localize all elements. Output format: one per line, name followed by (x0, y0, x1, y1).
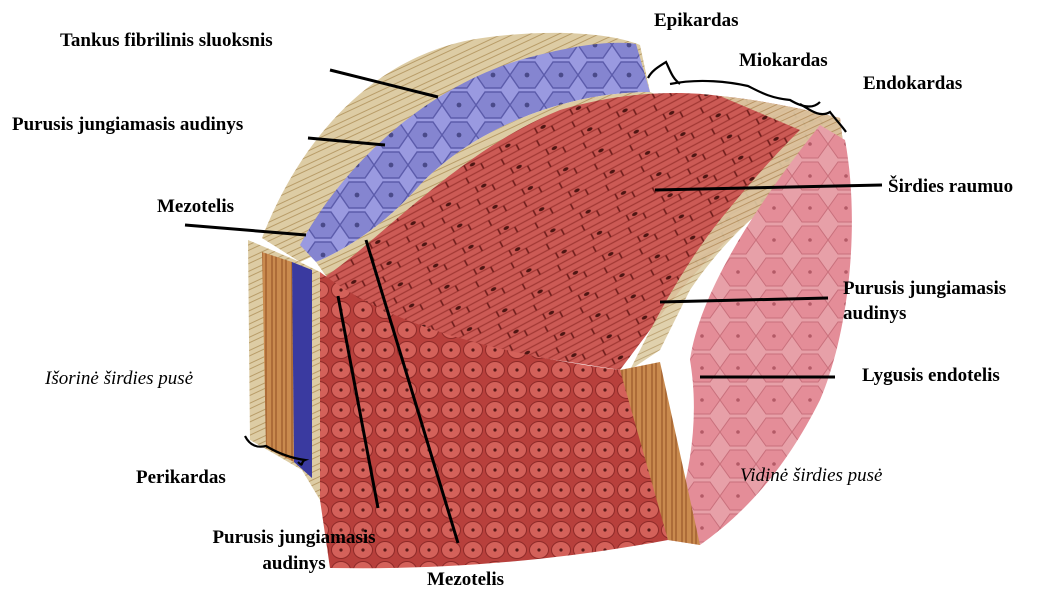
label-perikardas: Perikardas (136, 467, 226, 489)
front-orange-band (262, 252, 294, 462)
label-epikardas: Epikardas (654, 10, 738, 32)
label-tankus-fibrilinis-sluoksnis: Tankus fibrilinis sluoksnis (60, 30, 273, 52)
label-vidine-sirdies-puse: Vidinė širdies pusė (740, 465, 882, 487)
label-purusis-bottom-line1: Purusis jungiamasis (196, 527, 392, 549)
label-mezotelis-top: Mezotelis (157, 196, 234, 218)
label-isorine-sirdies-puse: Išorinė širdies pusė (45, 368, 193, 390)
label-lygusis-endotelis: Lygusis endotelis (862, 365, 1000, 387)
label-endokardas: Endokardas (863, 73, 962, 95)
label-mezotelis-bottom: Mezotelis (427, 569, 504, 591)
label-purusis-jungiamasis-right: Purusis jungiamasis audinys (843, 278, 1006, 325)
label-sirdies-raumuo: Širdies raumuo (888, 176, 1013, 198)
label-purusis-jungiamasis-bottom: Purusis jungiamasis audinys (196, 527, 392, 575)
label-purusis-bottom-line2: audinys (196, 553, 392, 575)
label-purusis-right-line2: audinys (843, 303, 1006, 325)
label-purusis-jungiamasis-top: Purusis jungiamasis audinys (12, 114, 243, 136)
label-purusis-right-line1: Purusis jungiamasis (843, 278, 1006, 300)
front-mesothelium-strip (292, 262, 312, 478)
label-miokardas: Miokardas (739, 50, 828, 72)
